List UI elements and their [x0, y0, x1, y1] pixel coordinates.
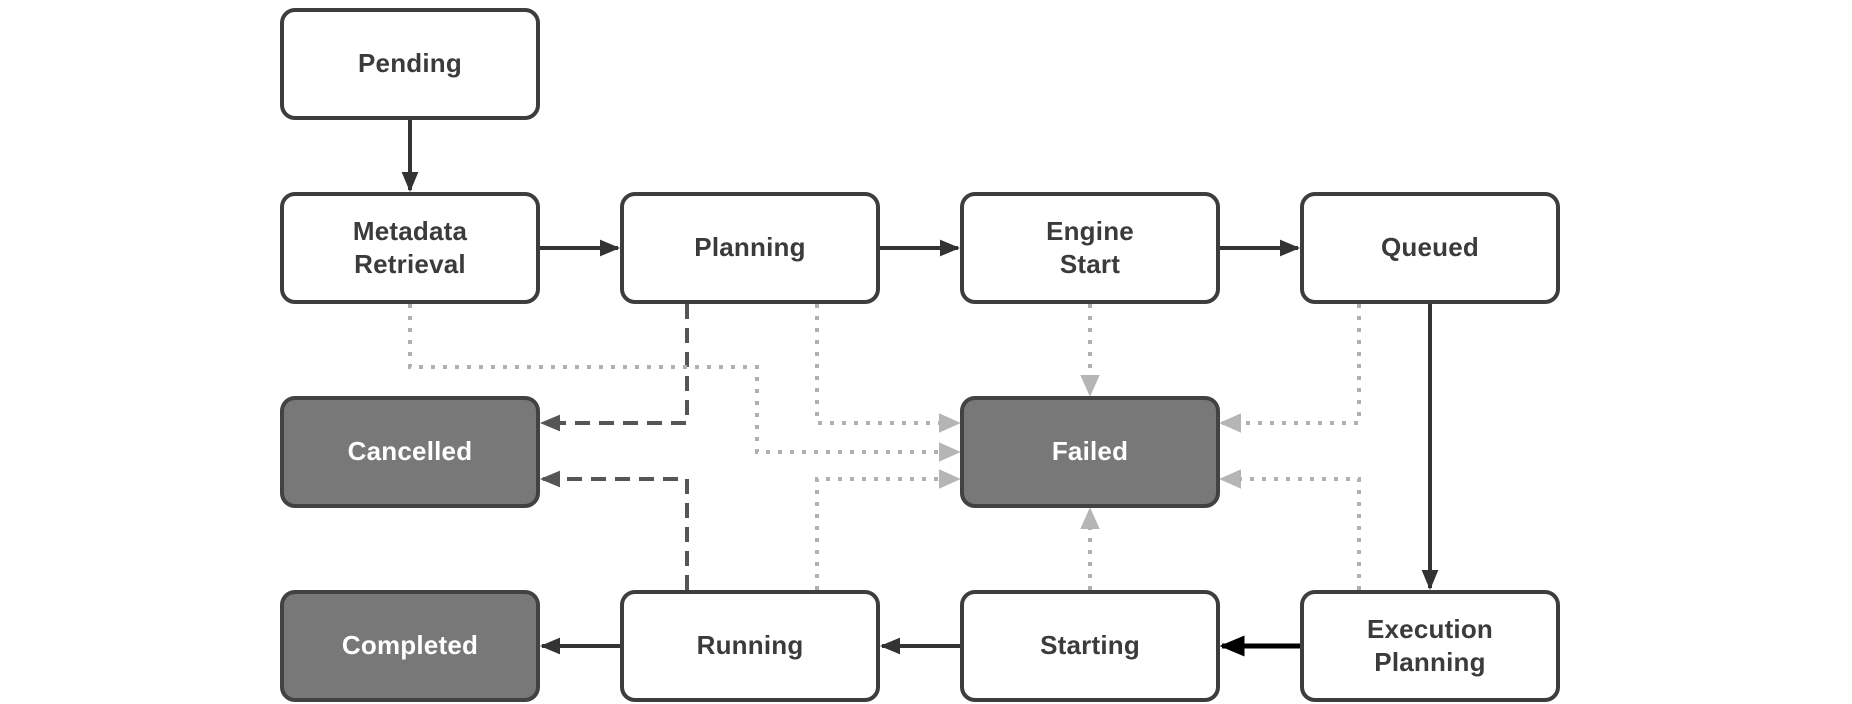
node-label-queued: Queued — [1381, 232, 1479, 263]
edge-running-to-cancelled — [540, 470, 689, 590]
node-starting: Starting — [960, 590, 1220, 702]
node-pending: Pending — [280, 8, 540, 120]
node-label-starting: Starting — [1040, 630, 1140, 661]
edge-metadata-retrieval-to-failed — [408, 304, 961, 462]
edge-queued-to-failed — [1219, 304, 1361, 433]
node-label-failed: Failed — [1051, 436, 1129, 467]
node-execution-planning: Execution Planning — [1300, 590, 1560, 702]
node-planning: Planning — [620, 192, 880, 304]
node-label-execution-planning: Execution Planning — [1366, 613, 1494, 677]
node-label-metadata-retrieval: Metadata Retrieval — [352, 215, 468, 279]
node-label-planning: Planning — [694, 232, 806, 263]
node-engine-start: Engine Start — [960, 192, 1220, 304]
edge-planning-to-failed — [815, 304, 961, 433]
edge-planning-to-cancelled — [540, 304, 689, 432]
edge-execution-planning-to-failed — [1219, 469, 1361, 590]
node-queued: Queued — [1300, 192, 1560, 304]
node-label-running: Running — [696, 630, 804, 661]
node-completed: Completed — [280, 590, 540, 702]
node-label-cancelled: Cancelled — [347, 436, 473, 467]
node-metadata-retrieval: Metadata Retrieval — [280, 192, 540, 304]
node-label-pending: Pending — [358, 48, 462, 79]
node-cancelled: Cancelled — [280, 396, 540, 508]
edge-running-to-failed — [815, 469, 961, 590]
node-failed: Failed — [960, 396, 1220, 508]
node-running: Running — [620, 590, 880, 702]
node-label-engine-start: Engine Start — [1046, 215, 1134, 279]
node-label-completed: Completed — [341, 630, 479, 661]
